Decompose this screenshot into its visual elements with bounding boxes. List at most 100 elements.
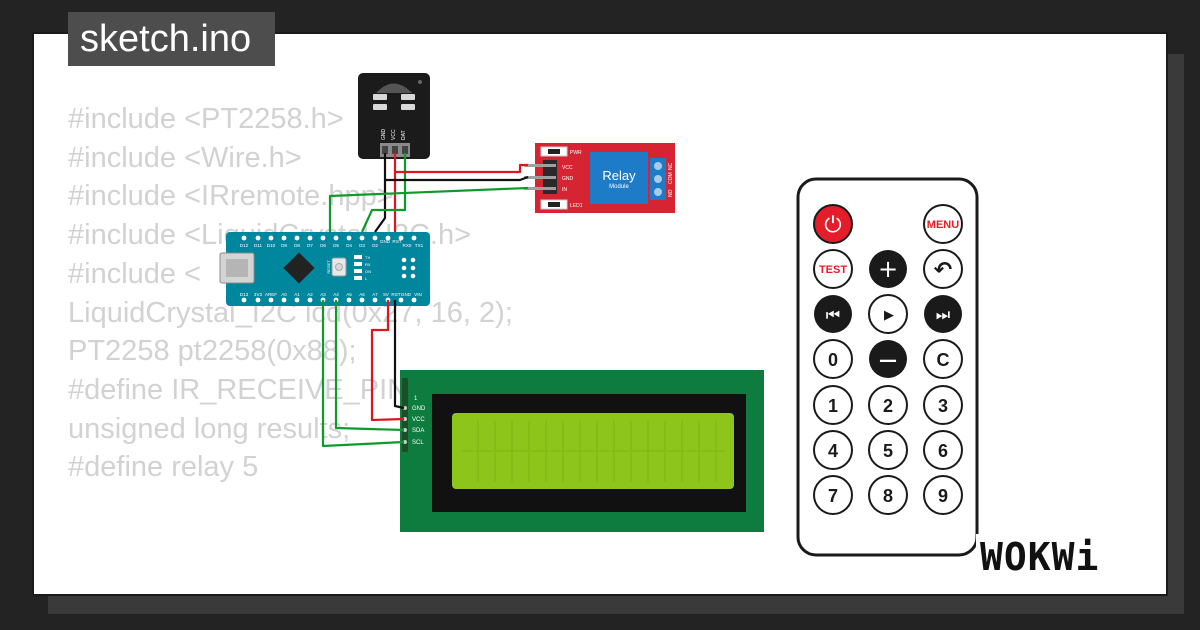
svg-text:3: 3 — [938, 396, 948, 416]
status-leds: TX RX ON L — [354, 255, 371, 281]
relay-module[interactable]: PWR LED1 VCC GND IN Relay Module NC COM … — [524, 143, 675, 213]
lcd-pin-label: GND — [412, 406, 426, 412]
test-button[interactable]: TEST — [813, 249, 853, 289]
digit-5-button[interactable]: 5 — [868, 430, 908, 470]
relay-subtitle: Module — [609, 184, 629, 190]
wire-lcd-vcc — [370, 300, 405, 422]
nano-pin-label: D3 — [359, 243, 365, 248]
lcd-display[interactable]: 1 GND VCC SDA SCL — [400, 370, 764, 532]
code-line: #include < — [68, 257, 202, 290]
nano-pin-label: RX0 — [403, 243, 412, 248]
volume-down-button[interactable]: — — [869, 340, 907, 378]
icsp-header — [401, 257, 416, 279]
previous-button[interactable]: ⏮ — [814, 295, 852, 333]
nano-pin-label: D4 — [346, 243, 352, 248]
nano-pin-label: 3V3 — [254, 292, 263, 297]
svg-text:MENU: MENU — [927, 219, 959, 231]
digit-2-button[interactable]: 2 — [868, 385, 908, 425]
lcd-pixel-grid — [462, 421, 726, 482]
lcd-pin-label: SDA — [412, 428, 424, 434]
svg-text:—: — — [879, 350, 897, 371]
svg-text:+: + — [878, 255, 898, 283]
relay-led-label: PWR — [570, 150, 582, 156]
relay-terminal-label: NO — [668, 189, 674, 197]
wires — [321, 153, 529, 448]
wire-lcd-scl — [321, 300, 405, 448]
svg-text:↶: ↶ — [934, 258, 952, 283]
wire-relay-gnd — [385, 175, 529, 182]
clear-button[interactable]: C — [923, 339, 963, 379]
svg-text:7: 7 — [828, 486, 838, 506]
play-button[interactable]: ▶ — [868, 294, 908, 334]
file-tab[interactable]: sketch.ino — [68, 12, 276, 66]
relay-pin-label: GND — [562, 176, 574, 182]
code-line: #include <PT2258.h> — [68, 103, 344, 135]
relay-pin-label: IN — [562, 187, 567, 193]
back-button[interactable]: ↶ — [923, 249, 963, 289]
menu-button[interactable]: MENU — [923, 204, 963, 244]
ir-pin-label: DAT — [401, 130, 407, 140]
digit-9-button[interactable]: 9 — [923, 475, 963, 515]
digit-4-button[interactable]: 4 — [813, 430, 853, 470]
nano-pin-label: A3 — [320, 292, 326, 297]
svg-text:⏮: ⏮ — [826, 305, 840, 324]
nano-pin-label: A0 — [281, 292, 287, 297]
nano-pin-label: A7 — [372, 292, 378, 297]
relay-title: Relay — [602, 168, 636, 183]
nano-pin-label: D5 — [333, 243, 339, 248]
ir-remote[interactable]: ⏻ MENU TEST + ↶ ⏮ ▶ ⏭ — [796, 177, 979, 557]
ir-receiver[interactable]: GND VCC DAT — [358, 73, 430, 159]
next-button[interactable]: ⏭ — [924, 295, 962, 333]
nano-pin-label: VIN — [414, 292, 422, 297]
nano-pin-label: TX1 — [415, 243, 424, 248]
digit-7-button[interactable]: 7 — [813, 475, 853, 515]
svg-text:8: 8 — [883, 486, 893, 506]
svg-text:2: 2 — [883, 396, 893, 416]
nano-pin-label: A6 — [359, 292, 365, 297]
digit-6-button[interactable]: 6 — [923, 430, 963, 470]
svg-text:6: 6 — [938, 441, 948, 461]
wire-lcd-sda — [334, 300, 405, 432]
svg-text:C: C — [937, 350, 950, 370]
nano-pin-label: D9 — [281, 243, 287, 248]
relay-terminal-label: NC — [668, 162, 674, 170]
svg-text:⏻: ⏻ — [824, 213, 841, 238]
nano-pin-label: AREF — [265, 292, 277, 297]
code-line: #define IR_RECEIVE_PIN — [68, 373, 409, 406]
nano-pin-label: A4 — [333, 292, 339, 297]
digit-3-button[interactable]: 3 — [923, 385, 963, 425]
ir-pin-label: GND — [381, 129, 387, 141]
digit-1-button[interactable]: 1 — [813, 385, 853, 425]
code-line: #include <Wire.h> — [68, 141, 302, 174]
svg-text:TEST: TEST — [819, 264, 847, 276]
wokwi-logo: WOKWi — [976, 534, 1104, 580]
nano-pin-label: A5 — [346, 292, 352, 297]
reset-label: RESET — [326, 260, 331, 274]
led-label: L — [365, 276, 368, 281]
nano-pin-label: A2 — [307, 292, 313, 297]
arduino-nano[interactable]: D12 D11 D10 D9 D8 D7 D6 D5 D4 D3 D2 GND … — [219, 232, 430, 306]
relay-terminal-label: COM — [668, 172, 674, 184]
code-line: unsigned long results; — [68, 412, 351, 445]
nano-pin-label: D6 — [320, 243, 326, 248]
ir-pin-label: VCC — [391, 129, 397, 140]
nano-pin-label: D2 — [372, 243, 378, 248]
nano-pin-label: RST — [391, 292, 400, 297]
wire-relay-vcc — [395, 163, 528, 174]
code-line: #include <IRremote.hpp> — [68, 180, 394, 213]
nano-pin-label: A1 — [294, 292, 300, 297]
led-label: ON — [365, 269, 371, 274]
nano-pin-label: D13 — [240, 292, 249, 297]
led-label: TX — [365, 255, 370, 260]
digit-0-button[interactable]: 0 — [813, 339, 853, 379]
power-button[interactable]: ⏻ — [813, 204, 853, 244]
digit-8-button[interactable]: 8 — [868, 475, 908, 515]
led-label: RX — [365, 262, 371, 267]
wire-lcd-gnd — [393, 300, 405, 410]
nano-pin-label: D8 — [294, 243, 300, 248]
lcd-pin-label: SCL — [412, 440, 424, 446]
code-line: #define relay 5 — [68, 451, 259, 484]
volume-up-button[interactable]: + — [869, 250, 907, 288]
relay-led-label: LED1 — [570, 203, 583, 209]
